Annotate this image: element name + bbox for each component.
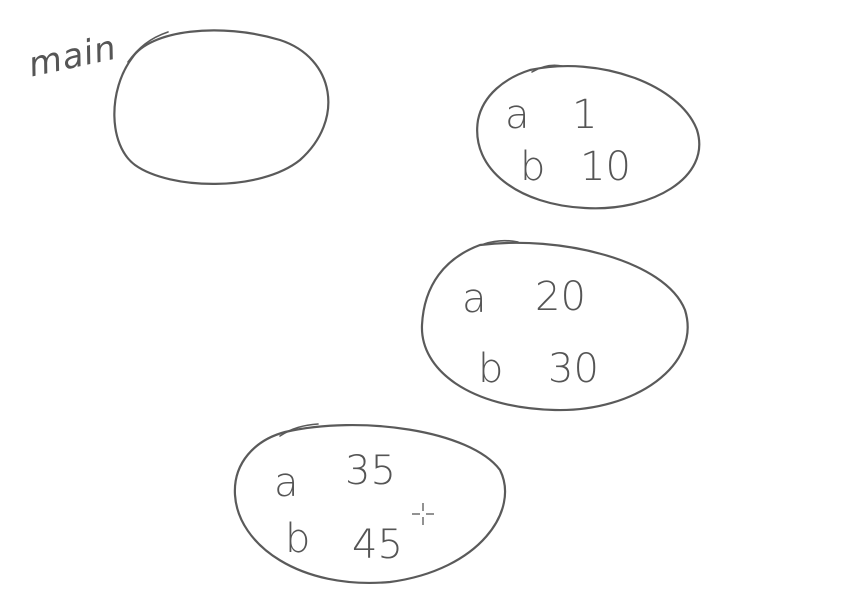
frame-1-oval: [476, 65, 701, 210]
frame-3-row-2-value: 45: [352, 522, 403, 568]
frame-2-row-1-name: a: [462, 276, 487, 322]
frame-2-oval: [420, 241, 689, 412]
frame-1-row-2-name: b: [520, 144, 545, 190]
main-label: main: [25, 28, 120, 86]
main-frame-oval-tail: [127, 31, 169, 63]
frame-2-oval-tail: [483, 239, 519, 245]
frame-1-oval-tail: [531, 64, 563, 73]
frame-3-row-1-value: 35: [345, 448, 396, 494]
frame-2-row-1-value: 20: [535, 274, 586, 320]
frame-3-row-2-name: b: [285, 516, 310, 562]
frame-1-row-2-value: 10: [580, 144, 631, 190]
frame-1-row-1-value: 1: [572, 92, 597, 138]
frame-2-row-2-name: b: [478, 346, 503, 392]
frame-2-row-2-value: 30: [548, 346, 599, 392]
frame-3-oval-tail: [279, 423, 319, 437]
frame-3-oval: [233, 424, 506, 585]
frame-1-row-1-name: a: [505, 92, 530, 138]
crosshair-icon: [412, 503, 434, 525]
frame-3-row-1-name: a: [274, 460, 299, 506]
main-frame-oval: [113, 29, 330, 185]
